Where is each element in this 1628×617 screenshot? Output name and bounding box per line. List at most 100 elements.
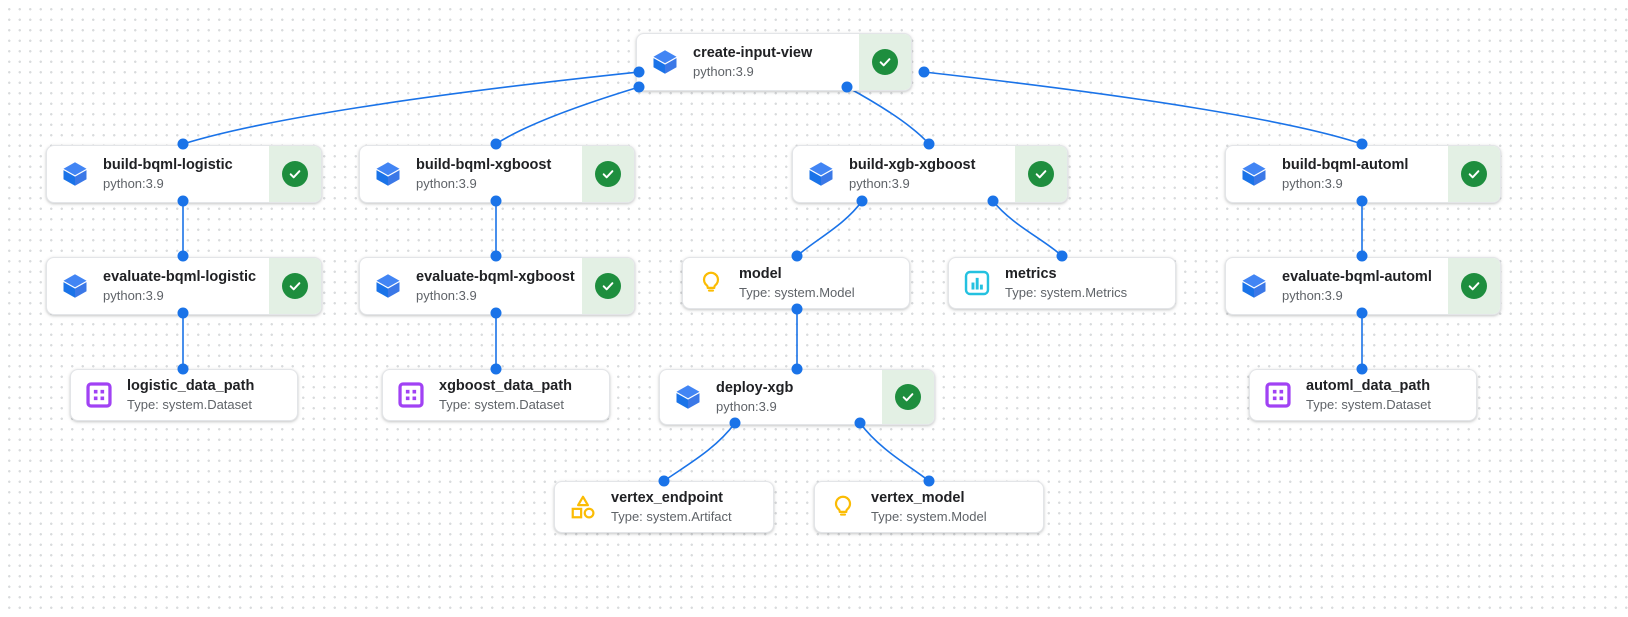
cube-icon: [637, 47, 693, 77]
status-badge: [1448, 258, 1500, 314]
node-evaluate-bqml-xgboost[interactable]: evaluate-bqml-xgboost python:3.9: [359, 257, 635, 315]
node-text: build-bqml-automl python:3.9: [1282, 156, 1448, 193]
artifact-shapes-icon: [555, 493, 611, 521]
lightbulb-icon: [815, 493, 871, 521]
edge-create-input-view-to-build-bqml-xgboost: [495, 86, 640, 145]
node-build-bqml-automl[interactable]: build-bqml-automl python:3.9: [1225, 145, 1501, 203]
check-circle-icon: [595, 273, 621, 299]
port-build-bqml-logistic-out[interactable]: [177, 195, 189, 207]
node-title: build-bqml-automl: [1282, 156, 1409, 173]
port-automl_data_path-in[interactable]: [1356, 363, 1368, 375]
port-build-bqml-automl-out[interactable]: [1356, 195, 1368, 207]
bar-chart-icon: [949, 269, 1005, 297]
status-badge: [859, 34, 911, 90]
node-subtitle: python:3.9: [693, 63, 754, 79]
port-deploy-xgb-in[interactable]: [791, 363, 803, 375]
edge-deploy-xgb-to-vertex-model: [859, 422, 930, 482]
node-text: evaluate-bqml-xgboost python:3.9: [416, 268, 582, 305]
port-build-bqml-automl-in[interactable]: [1356, 138, 1368, 150]
port-build-bqml-logistic-in[interactable]: [177, 138, 189, 150]
port-deploy-xgb-out-b[interactable]: [854, 417, 866, 429]
node-title: deploy-xgb: [716, 379, 794, 396]
node-title: automl_data_path: [1306, 377, 1431, 394]
edge-build-xgb-xgboost-to-metrics: [992, 200, 1063, 257]
port-build-xgb-xgboost-in[interactable]: [923, 138, 935, 150]
port-evaluate-bqml-xgboost-out[interactable]: [490, 307, 502, 319]
port-build-xgb-xgboost-out-b[interactable]: [987, 195, 999, 207]
node-subtitle: python:3.9: [103, 287, 164, 303]
node-subtitle: Type: system.Model: [739, 284, 855, 300]
port-evaluate-bqml-logistic-in[interactable]: [177, 250, 189, 262]
port-deploy-xgb-out-a[interactable]: [729, 417, 741, 429]
port-evaluate-bqml-logistic-out[interactable]: [177, 307, 189, 319]
status-badge: [269, 258, 321, 314]
node-title: metrics: [1005, 265, 1057, 282]
node-subtitle: python:3.9: [416, 287, 477, 303]
node-subtitle: Type: system.Dataset: [1306, 396, 1431, 412]
node-subtitle: Type: system.Dataset: [127, 396, 252, 412]
node-title: build-xgb-xgboost: [849, 156, 976, 173]
port-evaluate-bqml-xgboost-in[interactable]: [490, 250, 502, 262]
node-subtitle: python:3.9: [1282, 175, 1343, 191]
port-evaluate-bqml-automl-in[interactable]: [1356, 250, 1368, 262]
check-circle-icon: [895, 384, 921, 410]
cube-icon: [1226, 271, 1282, 301]
port-xgboost_data_path-in[interactable]: [490, 363, 502, 375]
port-vertex_endpoint-in[interactable]: [658, 475, 670, 487]
port-model-out[interactable]: [791, 303, 803, 315]
edge-build-xgb-xgboost-to-model: [796, 200, 863, 257]
port-evaluate-bqml-automl-out[interactable]: [1356, 307, 1368, 319]
port-build-bqml-xgboost-out[interactable]: [490, 195, 502, 207]
port-vertex_model-in[interactable]: [923, 475, 935, 487]
port-logistic_data_path-in[interactable]: [177, 363, 189, 375]
port-build-bqml-xgboost-in[interactable]: [490, 138, 502, 150]
port-metrics-in[interactable]: [1056, 250, 1068, 262]
port-create-input-view-out-c[interactable]: [918, 66, 930, 78]
port-model-in[interactable]: [791, 250, 803, 262]
edge-create-input-view-to-build-bqml-automl: [923, 71, 1363, 145]
dataset-icon: [71, 381, 127, 409]
node-subtitle: python:3.9: [849, 175, 910, 191]
node-subtitle: python:3.9: [416, 175, 477, 191]
port-create-input-view-out-left[interactable]: [633, 66, 645, 78]
edge-create-input-view-to-build-xgb-xgboost: [846, 86, 930, 145]
node-title: model: [739, 265, 782, 282]
cube-icon: [360, 159, 416, 189]
cube-icon: [660, 382, 716, 412]
cube-icon: [47, 271, 103, 301]
node-title: evaluate-bqml-xgboost: [416, 268, 575, 285]
port-build-xgb-xgboost-out-a[interactable]: [856, 195, 868, 207]
cube-icon: [360, 271, 416, 301]
check-circle-icon: [282, 273, 308, 299]
node-subtitle: Type: system.Artifact: [611, 508, 732, 524]
status-badge: [582, 258, 634, 314]
cube-icon: [1226, 159, 1282, 189]
node-build-xgb-xgboost[interactable]: build-xgb-xgboost python:3.9: [792, 145, 1068, 203]
status-badge: [882, 370, 934, 424]
node-subtitle: Type: system.Metrics: [1005, 284, 1128, 300]
port-create-input-view-out-a[interactable]: [633, 81, 645, 93]
port-create-input-view-out-b[interactable]: [841, 81, 853, 93]
status-badge: [269, 146, 321, 202]
